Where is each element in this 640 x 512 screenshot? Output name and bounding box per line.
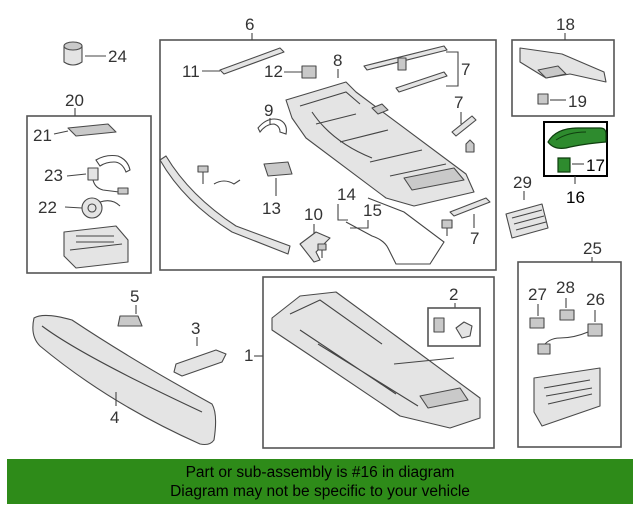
callout-13: 13 bbox=[262, 199, 281, 218]
callout-2: 2 bbox=[449, 285, 458, 304]
part-25-housing bbox=[533, 367, 601, 427]
callout-12: 12 bbox=[264, 62, 283, 81]
part-22 bbox=[64, 197, 121, 219]
callout-10: 10 bbox=[304, 205, 323, 224]
callout-27: 27 bbox=[528, 285, 547, 304]
part-7-trim-a bbox=[363, 45, 459, 93]
callout-22: 22 bbox=[38, 198, 57, 217]
part-18 bbox=[519, 47, 607, 83]
part-screw-a bbox=[197, 165, 209, 184]
callout-20: 20 bbox=[65, 91, 84, 110]
callout-9: 9 bbox=[264, 101, 273, 120]
part-20-module bbox=[63, 225, 129, 269]
banner-line-2: Diagram may not be specific to your vehi… bbox=[170, 483, 470, 500]
part-28 bbox=[559, 298, 575, 321]
box-group-20 bbox=[26, 115, 152, 274]
callout-15: 15 bbox=[363, 201, 382, 220]
part-5 bbox=[117, 315, 143, 327]
callout-7b: 7 bbox=[454, 93, 463, 112]
callout-14: 14 bbox=[337, 185, 356, 204]
callout-1: 1 bbox=[244, 346, 253, 365]
callout-4: 4 bbox=[110, 408, 119, 427]
part-11 bbox=[202, 47, 285, 75]
callout-6: 6 bbox=[245, 15, 254, 34]
part-8-console-body bbox=[285, 81, 475, 207]
part-23 bbox=[66, 154, 131, 195]
box-group-25 bbox=[517, 261, 622, 448]
callout-18: 18 bbox=[556, 15, 575, 34]
box-group-1 bbox=[262, 276, 495, 449]
part-27 bbox=[529, 304, 545, 329]
part-26 bbox=[537, 310, 603, 355]
part-2 bbox=[433, 317, 473, 339]
part-17-highlighted bbox=[557, 157, 584, 173]
part-29-vent bbox=[505, 203, 549, 239]
callout-28: 28 bbox=[556, 278, 575, 297]
callout-21: 21 bbox=[33, 126, 52, 145]
callout-26: 26 bbox=[586, 290, 605, 309]
box-group-18 bbox=[511, 39, 615, 117]
part-9-bracket bbox=[257, 118, 287, 135]
callout-29: 29 bbox=[513, 173, 532, 192]
part-24 bbox=[63, 41, 106, 66]
part-7-trim-b bbox=[451, 112, 477, 153]
callout-17: 17 bbox=[586, 156, 605, 175]
part-10 bbox=[299, 224, 331, 263]
callout-5: 5 bbox=[130, 287, 139, 306]
part-screw-b bbox=[317, 243, 327, 258]
callout-3: 3 bbox=[191, 319, 200, 338]
callout-7a: 7 bbox=[461, 60, 470, 79]
part-3 bbox=[173, 349, 227, 377]
part-7-trim-c bbox=[449, 197, 491, 228]
part-screw-c bbox=[441, 219, 453, 236]
part-21 bbox=[53, 123, 117, 137]
part-clip bbox=[213, 179, 241, 185]
part-4-side-panel bbox=[32, 314, 217, 446]
callout-23: 23 bbox=[44, 166, 63, 185]
callout-7c: 7 bbox=[470, 229, 479, 248]
callout-8: 8 bbox=[333, 51, 342, 70]
box-group-2 bbox=[427, 307, 481, 347]
part-19 bbox=[537, 93, 566, 105]
part-14-15-cables bbox=[337, 197, 445, 265]
callout-19: 19 bbox=[568, 92, 587, 111]
info-banner: Part or sub-assembly is #16 in diagram D… bbox=[7, 459, 633, 504]
part-side-trim-left bbox=[159, 155, 291, 255]
part-1-main-console bbox=[271, 291, 481, 429]
callout-25: 25 bbox=[583, 239, 602, 258]
callout-16: 16 bbox=[566, 188, 585, 207]
callout-24: 24 bbox=[108, 47, 127, 66]
part-12 bbox=[284, 65, 317, 79]
part-16-highlighted bbox=[547, 127, 607, 149]
part-13 bbox=[263, 161, 293, 196]
callout-11: 11 bbox=[182, 62, 200, 81]
box-group-6 bbox=[159, 39, 497, 271]
banner-line-1: Part or sub-assembly is #16 in diagram bbox=[185, 464, 455, 481]
